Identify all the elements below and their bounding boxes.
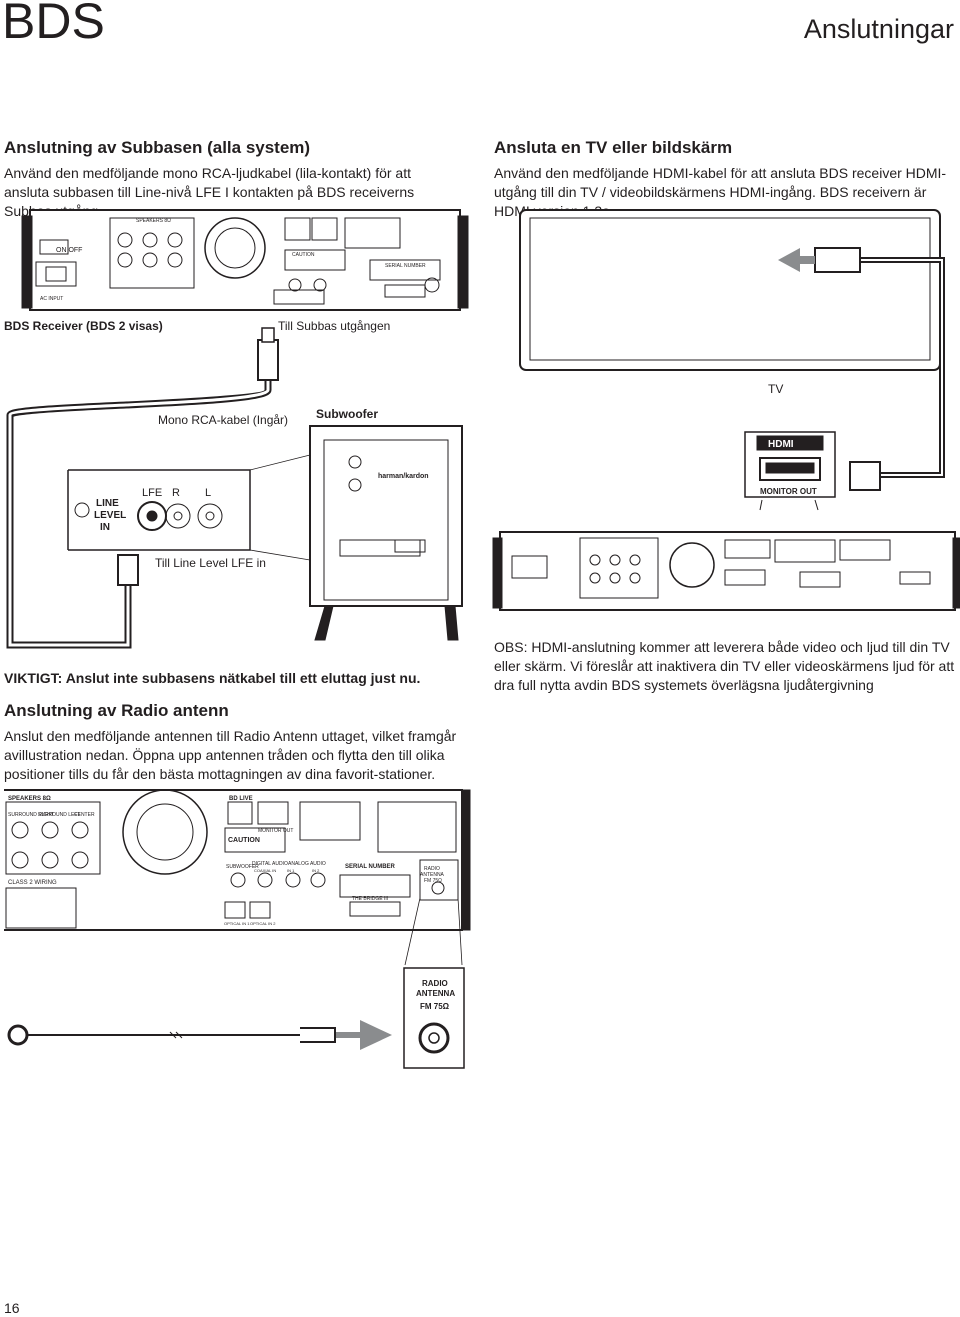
rp-analog-audio: ANALOG AUDIO xyxy=(288,861,326,867)
svg-text:harman/kardon: harman/kardon xyxy=(378,473,429,480)
rp-monitor-out: MONITOR OUT xyxy=(258,828,293,834)
rp-antenna: ANTENNA xyxy=(420,872,445,878)
subwoofer-box xyxy=(309,425,463,641)
rear-panel xyxy=(4,789,471,931)
label-serial: SERIAL NUMBER xyxy=(385,263,426,269)
radio-body: Anslut den medföljande antennen till Rad… xyxy=(4,728,457,782)
radio-diagram: SPEAKERS 8Ω SURROUND RIGHT SURROUND LEFT… xyxy=(4,789,471,1069)
rp-in2: IN 2 xyxy=(312,868,320,873)
hdmi-note: OBS: HDMI-anslutning kommer att leverera… xyxy=(494,638,956,695)
rp-surround-right: SURROUND RIGHT xyxy=(8,812,54,818)
rp-bd-live: BD LIVE xyxy=(229,796,253,802)
label-line: LINE xyxy=(96,498,119,509)
right-receiver xyxy=(492,531,960,611)
rp-optical2: OPTICAL IN 2 xyxy=(250,921,276,926)
top-receiver xyxy=(21,209,469,311)
rp-center: CENTER xyxy=(74,812,95,818)
rp-class2: CLASS 2 WIRING xyxy=(8,880,57,886)
hdmi-cable xyxy=(778,247,945,491)
page-number: 16 xyxy=(4,1300,20,1316)
hdmi-note-text: OBS: HDMI-anslutning kommer att leverera… xyxy=(494,639,955,693)
brand-title: BDS xyxy=(2,0,105,49)
radio-section: Anslutning av Radio antenn Anslut den me… xyxy=(4,701,464,784)
rp-speakers: SPEAKERS 8Ω xyxy=(8,796,51,802)
label-l: L xyxy=(205,487,211,499)
label-on-off: ON OFF xyxy=(56,247,82,254)
rp-coaxial: COAXIAL IN xyxy=(254,868,276,873)
rp-bridge: THE BRIDGE III xyxy=(352,896,388,902)
rp-serial: SERIAL NUMBER xyxy=(345,864,396,870)
rp-caution: CAUTION xyxy=(228,837,260,844)
label-ac-input: AC INPUT xyxy=(40,296,63,302)
hdmi-logo: HDMI xyxy=(768,439,794,450)
rca-cable xyxy=(6,327,279,649)
rp-surround-left: SURROUND LEFT xyxy=(38,812,81,818)
label-caution: CAUTION xyxy=(292,252,315,258)
label-level: LEVEL xyxy=(94,510,126,521)
antenna-label-antenna: ANTENNA xyxy=(416,989,455,998)
connection-diagram: ON OFF SPEAKERS 8Ω AC INPUT CAUTION SERI… xyxy=(4,209,960,649)
radio-heading: Anslutning av Radio antenn xyxy=(4,701,229,720)
label-receiver: BDS Receiver (BDS 2 visas) xyxy=(4,319,163,333)
label-sub-out: Till Subbas utgången xyxy=(278,319,390,333)
antenna-wire xyxy=(7,1020,392,1050)
label-speakers: SPEAKERS 8Ω xyxy=(136,218,171,224)
label-lfe: LFE xyxy=(142,487,162,499)
rp-optical1: OPTICAL IN 1 xyxy=(224,921,250,926)
rp-radio: RADIO xyxy=(424,866,440,872)
tv-heading: Ansluta en TV eller bildskärm xyxy=(494,138,733,157)
antenna-label-radio: RADIO xyxy=(422,979,448,988)
antenna-label-fm: FM 75Ω xyxy=(420,1002,450,1011)
section-title: Anslutningar xyxy=(803,14,954,44)
label-line-in: Till Line Level LFE in xyxy=(155,556,266,570)
rp-in1: IN 1 xyxy=(287,868,295,873)
tv-screen xyxy=(519,209,941,371)
label-in: IN xyxy=(100,522,110,533)
label-cable: Mono RCA-kabel (Ingår) xyxy=(158,413,288,427)
important-note: VIKTIGT: Anslut inte subbasens nätkabel … xyxy=(4,670,421,686)
line-level-panel xyxy=(67,454,311,561)
rp-digital-audio: DIGITAL AUDIO xyxy=(252,861,288,867)
label-tv: TV xyxy=(768,382,783,396)
label-subwoofer: Subwoofer xyxy=(316,407,378,421)
label-r: R xyxy=(172,487,180,499)
rp-fm: FM 75Ω xyxy=(424,878,442,884)
subwoofer-heading: Anslutning av Subbasen (alla system) xyxy=(4,138,311,157)
label-monitor-out: MONITOR OUT xyxy=(760,487,817,496)
rp-subwoofer: SUBWOOFER xyxy=(226,864,259,870)
antenna-socket-zoom xyxy=(403,967,465,1069)
hdmi-port-zoom xyxy=(744,431,836,511)
